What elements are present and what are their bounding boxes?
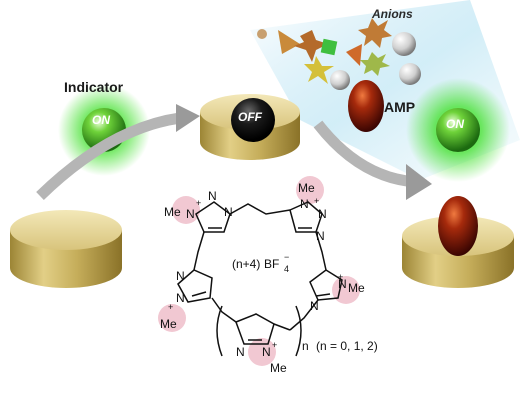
methyl-label-2: Me: [298, 181, 315, 195]
nitrogen-label-8: N: [176, 291, 185, 305]
host-indicator-complex: OFF: [200, 94, 300, 160]
anion-cross-2: [360, 52, 390, 76]
anion-cone: [346, 44, 362, 66]
anion-tetrahedron-1: [278, 30, 300, 54]
counterion-count: (n+4): [232, 257, 260, 271]
on-label-right: ON: [446, 117, 464, 131]
nitrogen-label-6: N: [316, 229, 325, 243]
counterion-subscript: 4: [284, 264, 289, 274]
anion-star-1: [294, 30, 328, 62]
counterion-species: BF: [264, 257, 279, 271]
amp-molecule: AMP: [348, 80, 415, 132]
methyl-label-5: Me: [270, 361, 287, 375]
anions-cluster: Anions: [257, 7, 421, 90]
nitrogen-label-10: N: [310, 299, 319, 313]
arrow-to-complex: [36, 104, 200, 200]
macrocycle-labels: Me N + N N Me N + N N N N + Me N + Me N …: [160, 181, 378, 375]
counterion-superscript: −: [284, 252, 289, 262]
anion-sphere-1: [392, 32, 416, 56]
host-amp-complex: [402, 196, 514, 288]
methyl-label-1: Me: [164, 205, 181, 219]
nitrogen-label-1: N: [186, 207, 195, 221]
anion-star-2: [304, 56, 334, 84]
arrow-to-displacement: [313, 120, 432, 200]
cation-label-3: +: [168, 302, 173, 312]
anion-cross: [358, 18, 392, 48]
macrocycle-structure: [158, 176, 360, 366]
nitrogen-label-7: N: [176, 269, 185, 283]
nitrogen-label-3: N: [224, 205, 233, 219]
amp-label: AMP: [384, 99, 415, 115]
nitrogen-label-11: N: [236, 345, 245, 359]
indicator-label: Indicator: [64, 79, 124, 95]
methyl-label-4: Me: [348, 281, 365, 295]
cation-label-1: +: [196, 198, 201, 208]
anion-sphere-2: [330, 70, 350, 90]
indicator-on-right: ON: [406, 78, 510, 182]
on-label-left: ON: [92, 113, 110, 127]
repeat-n-label: n: [302, 339, 309, 353]
cation-label-4: +: [338, 272, 343, 282]
cation-label-5: +: [272, 340, 277, 350]
nitrogen-label-2: N: [208, 189, 217, 203]
methyl-label-3: Me: [160, 317, 177, 331]
anion-sphere-small: [257, 29, 267, 39]
anions-label: Anions: [371, 7, 413, 21]
empty-host-cylinder: [10, 210, 122, 288]
nitrogen-label-5: N: [318, 207, 327, 221]
nitrogen-label-4: N: [300, 197, 309, 211]
off-label: OFF: [238, 110, 263, 124]
anion-cube: [320, 38, 338, 56]
cation-label-2: +: [314, 196, 319, 206]
nitrogen-label-9: N: [338, 277, 347, 291]
anion-sphere-3: [399, 63, 421, 85]
repeat-values-label: (n = 0, 1, 2): [316, 339, 378, 353]
nitrogen-label-12: N: [262, 345, 271, 359]
